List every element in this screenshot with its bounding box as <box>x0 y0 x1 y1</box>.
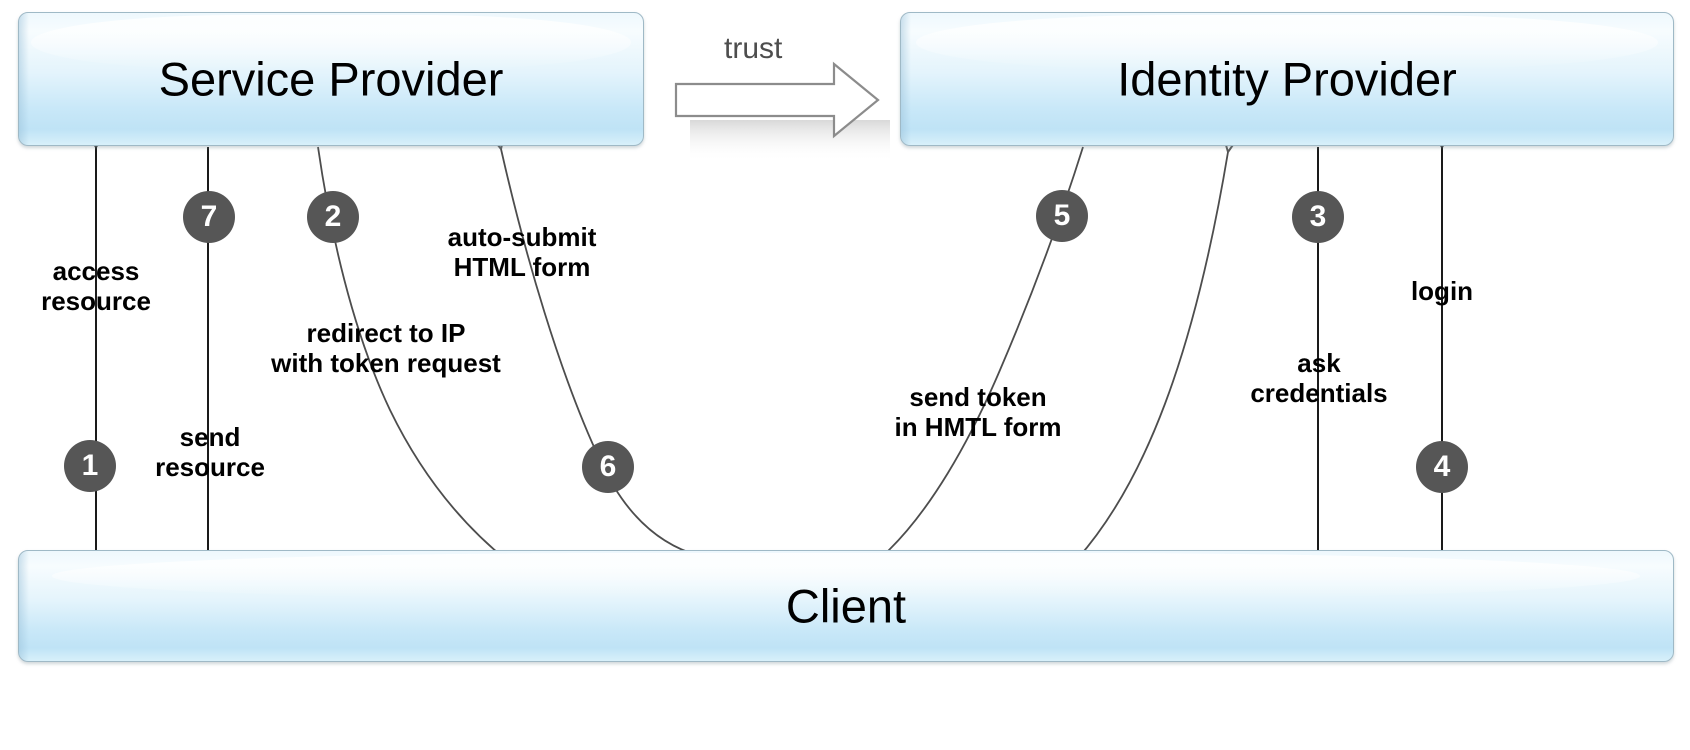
step-badge-3-number: 3 <box>1309 200 1327 233</box>
step-badge-6[interactable]: 6 <box>582 441 634 493</box>
step-badge-3[interactable]: 3 <box>1292 191 1344 243</box>
step-badge-7-number: 7 <box>200 200 218 233</box>
step-badge-5[interactable]: 5 <box>1036 190 1088 242</box>
step-badge-1-number: 1 <box>81 449 99 482</box>
step-badge-5-number: 5 <box>1053 199 1071 232</box>
edge-label-access-resource: access resource <box>41 256 151 317</box>
edge-label-login: login <box>1410 276 1474 306</box>
trust-label: trust <box>724 32 783 65</box>
node-identity-provider-label: Identity Provider <box>1117 52 1457 106</box>
step-badge-2[interactable]: 2 <box>307 191 359 243</box>
arrow-6-auto-submit-html-form <box>487 128 701 557</box>
step-badge-2-number: 2 <box>324 200 342 233</box>
trust-arrow <box>674 61 880 139</box>
node-service-provider-label: Service Provider <box>158 52 504 106</box>
step-badge-4-number: 4 <box>1433 450 1451 483</box>
step-badge-6-number: 6 <box>599 450 617 483</box>
trust-arrow-shadow <box>690 120 890 162</box>
step-badge-7[interactable]: 7 <box>183 191 235 243</box>
edge-label-send-resource: send resource <box>155 422 265 483</box>
node-client[interactable]: Client <box>18 550 1674 662</box>
edge-label-auto-submit-html-form: auto-submit HTML form <box>447 222 597 283</box>
edge-label-redirect-to-ip: redirect to IP with token request <box>271 318 501 379</box>
edge-label-ask-credentials: ask credentials <box>1250 348 1388 409</box>
step-badge-1[interactable]: 1 <box>64 440 116 492</box>
edge-label-send-token-in-hmtl-form: send token in HMTL form <box>894 382 1062 443</box>
node-service-provider[interactable]: Service Provider <box>18 12 644 146</box>
step-badge-4[interactable]: 4 <box>1416 441 1468 493</box>
node-identity-provider[interactable]: Identity Provider <box>900 12 1674 146</box>
node-client-label: Client <box>785 579 907 633</box>
